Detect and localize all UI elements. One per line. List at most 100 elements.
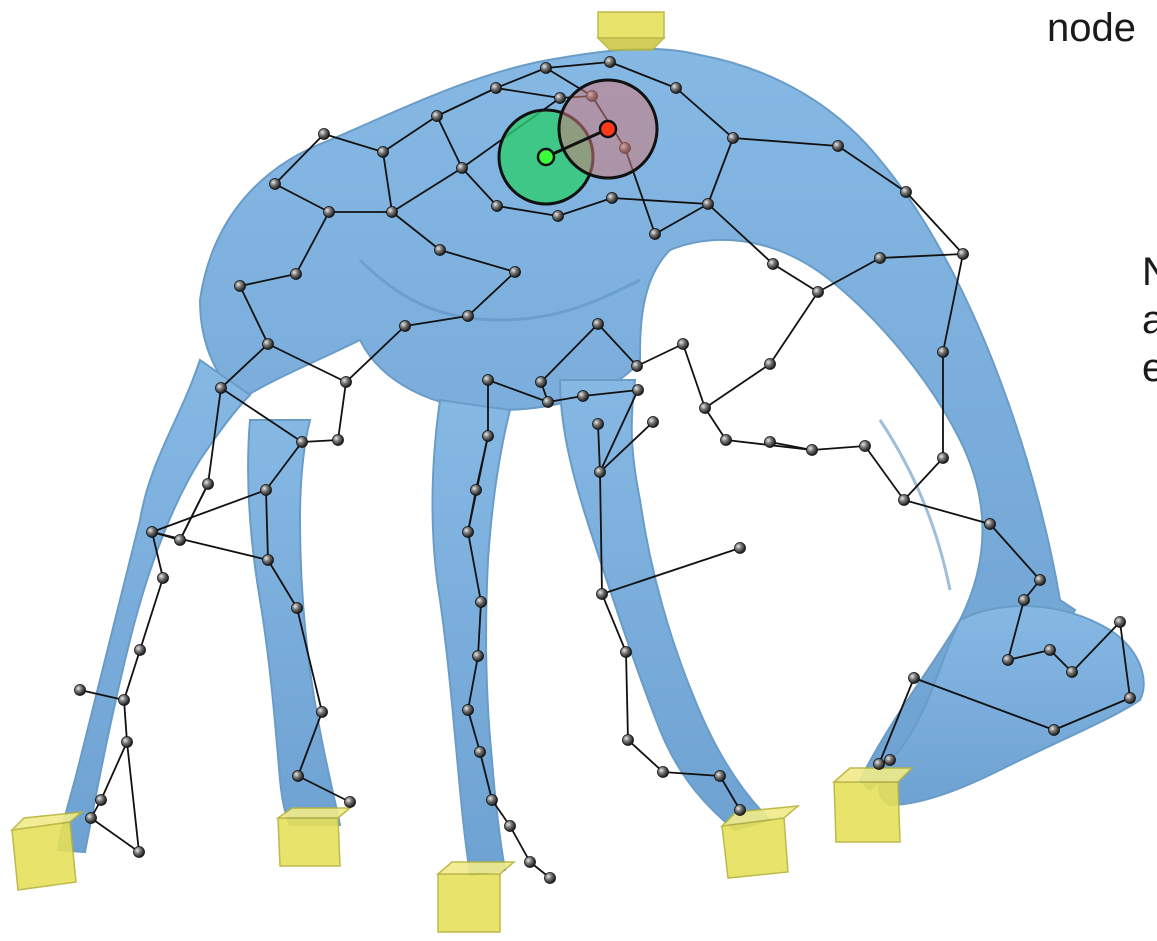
deformation-node-icon [765,359,776,370]
deformation-node-icon [292,603,303,614]
deformation-node-icon [623,735,634,746]
deformation-node-icon [400,321,411,332]
deformation-node-icon [86,813,97,824]
graph-edge [91,818,139,852]
deformation-node-icon [597,589,608,600]
deformation-node-icon [1049,725,1060,736]
deformation-node-icon [1115,617,1126,628]
deformation-node-icon [387,207,398,218]
deformation-node-icon [985,519,996,530]
deformation-node-icon [813,287,824,298]
deformation-node-icon [270,179,281,190]
deformation-node-icon [735,805,746,816]
deformation-node-icon [938,347,949,358]
cropped-text-fragment: N a e [1142,248,1157,392]
deformation-node-icon [545,873,556,884]
deformation-node-icon [807,445,818,456]
deformation-node-icon [457,163,468,174]
graph-edge [904,500,990,524]
anchor-box-icon [722,806,798,878]
deformation-node-icon [678,339,689,350]
mesh-leg [433,400,511,875]
deformation-node-icon [463,311,474,322]
deformation-node-icon [476,597,487,608]
deformation-node-icon [650,229,661,240]
deformation-node-icon [333,435,344,446]
deformation-node-icon [263,339,274,350]
cropped-text-line: N [1142,248,1157,296]
deformation-node-icon [543,397,554,408]
deformation-node-icon [735,543,746,554]
cropped-text-line: e [1142,344,1157,392]
deformation-node-icon [147,527,158,538]
deformation-node-icon [435,245,446,256]
deformation-node-icon [341,377,352,388]
deformation-node-icon [658,767,669,778]
deformation-node-icon [1125,693,1136,704]
deformation-node-icon [203,479,214,490]
deformation-node-icon [860,441,871,452]
deformation-node-icon [135,645,146,656]
deformation-node-icon [378,147,389,158]
deformation-node-icon [505,821,516,832]
deformation-node-icon [605,57,616,68]
deformation-node-icon [491,83,502,94]
deformation-node-icon [492,201,503,212]
graph-edge [628,740,663,772]
deformation-node-icon [621,647,632,658]
deformation-node-icon [1019,595,1030,606]
graph-edge [338,382,346,440]
deformation-node-icon [1035,575,1046,586]
graph-edge [865,446,904,500]
deformation-node-icon [671,83,682,94]
deformation-node-icon [487,795,498,806]
graph-edge [683,344,705,408]
deformation-node-icon [728,133,739,144]
red-node-icon [600,121,616,137]
deformation-node-icon [768,259,779,270]
deformation-node-icon [122,737,133,748]
deformation-node-icon [319,129,330,140]
deformation-node-icon [345,797,356,808]
deformation-node-icon [721,435,732,446]
anchor-box-icon [438,862,514,932]
graph-edge [770,292,818,364]
deformation-node-icon [75,685,86,696]
anchor-box-icon [598,12,664,50]
deformation-node-icon [291,269,302,280]
deformation-node-icon [1045,645,1056,656]
deformation-node-icon [96,795,107,806]
deformation-node-icon [525,857,536,868]
deformation-node-icon [703,199,714,210]
deformation-node-icon [553,211,564,222]
deformation-node-icon [899,495,910,506]
deformation-node-icon [432,111,443,122]
deformation-node-icon [632,361,643,372]
deformation-node-icon [297,437,308,448]
graph-edge [127,742,139,852]
deformation-node-icon [134,847,145,858]
deformation-node-icon [463,705,474,716]
deformation-node-icon [909,673,920,684]
deformation-node-icon [471,485,482,496]
deformation-node-icon [633,385,644,396]
deformation-node-icon [593,319,604,330]
deformation-node-icon [885,755,896,766]
deformation-node-icon [1067,667,1078,678]
anchor-box-icon [278,808,350,866]
graph-edge [773,264,818,292]
graph-edge [812,446,865,450]
deformation-node-icon [510,267,521,278]
mesh-leg [248,420,340,825]
deformation-node-icon [317,707,328,718]
deformation-node-icon [833,141,844,152]
deformation-node-icon [536,377,547,388]
graph-edge [904,458,943,500]
cropped-text-line: a [1142,296,1157,344]
graph-edge [510,826,530,862]
deformation-node-icon [648,417,659,428]
deformation-node-icon [216,383,227,394]
deformation-node-icon [595,467,606,478]
graph-edge [705,364,770,408]
